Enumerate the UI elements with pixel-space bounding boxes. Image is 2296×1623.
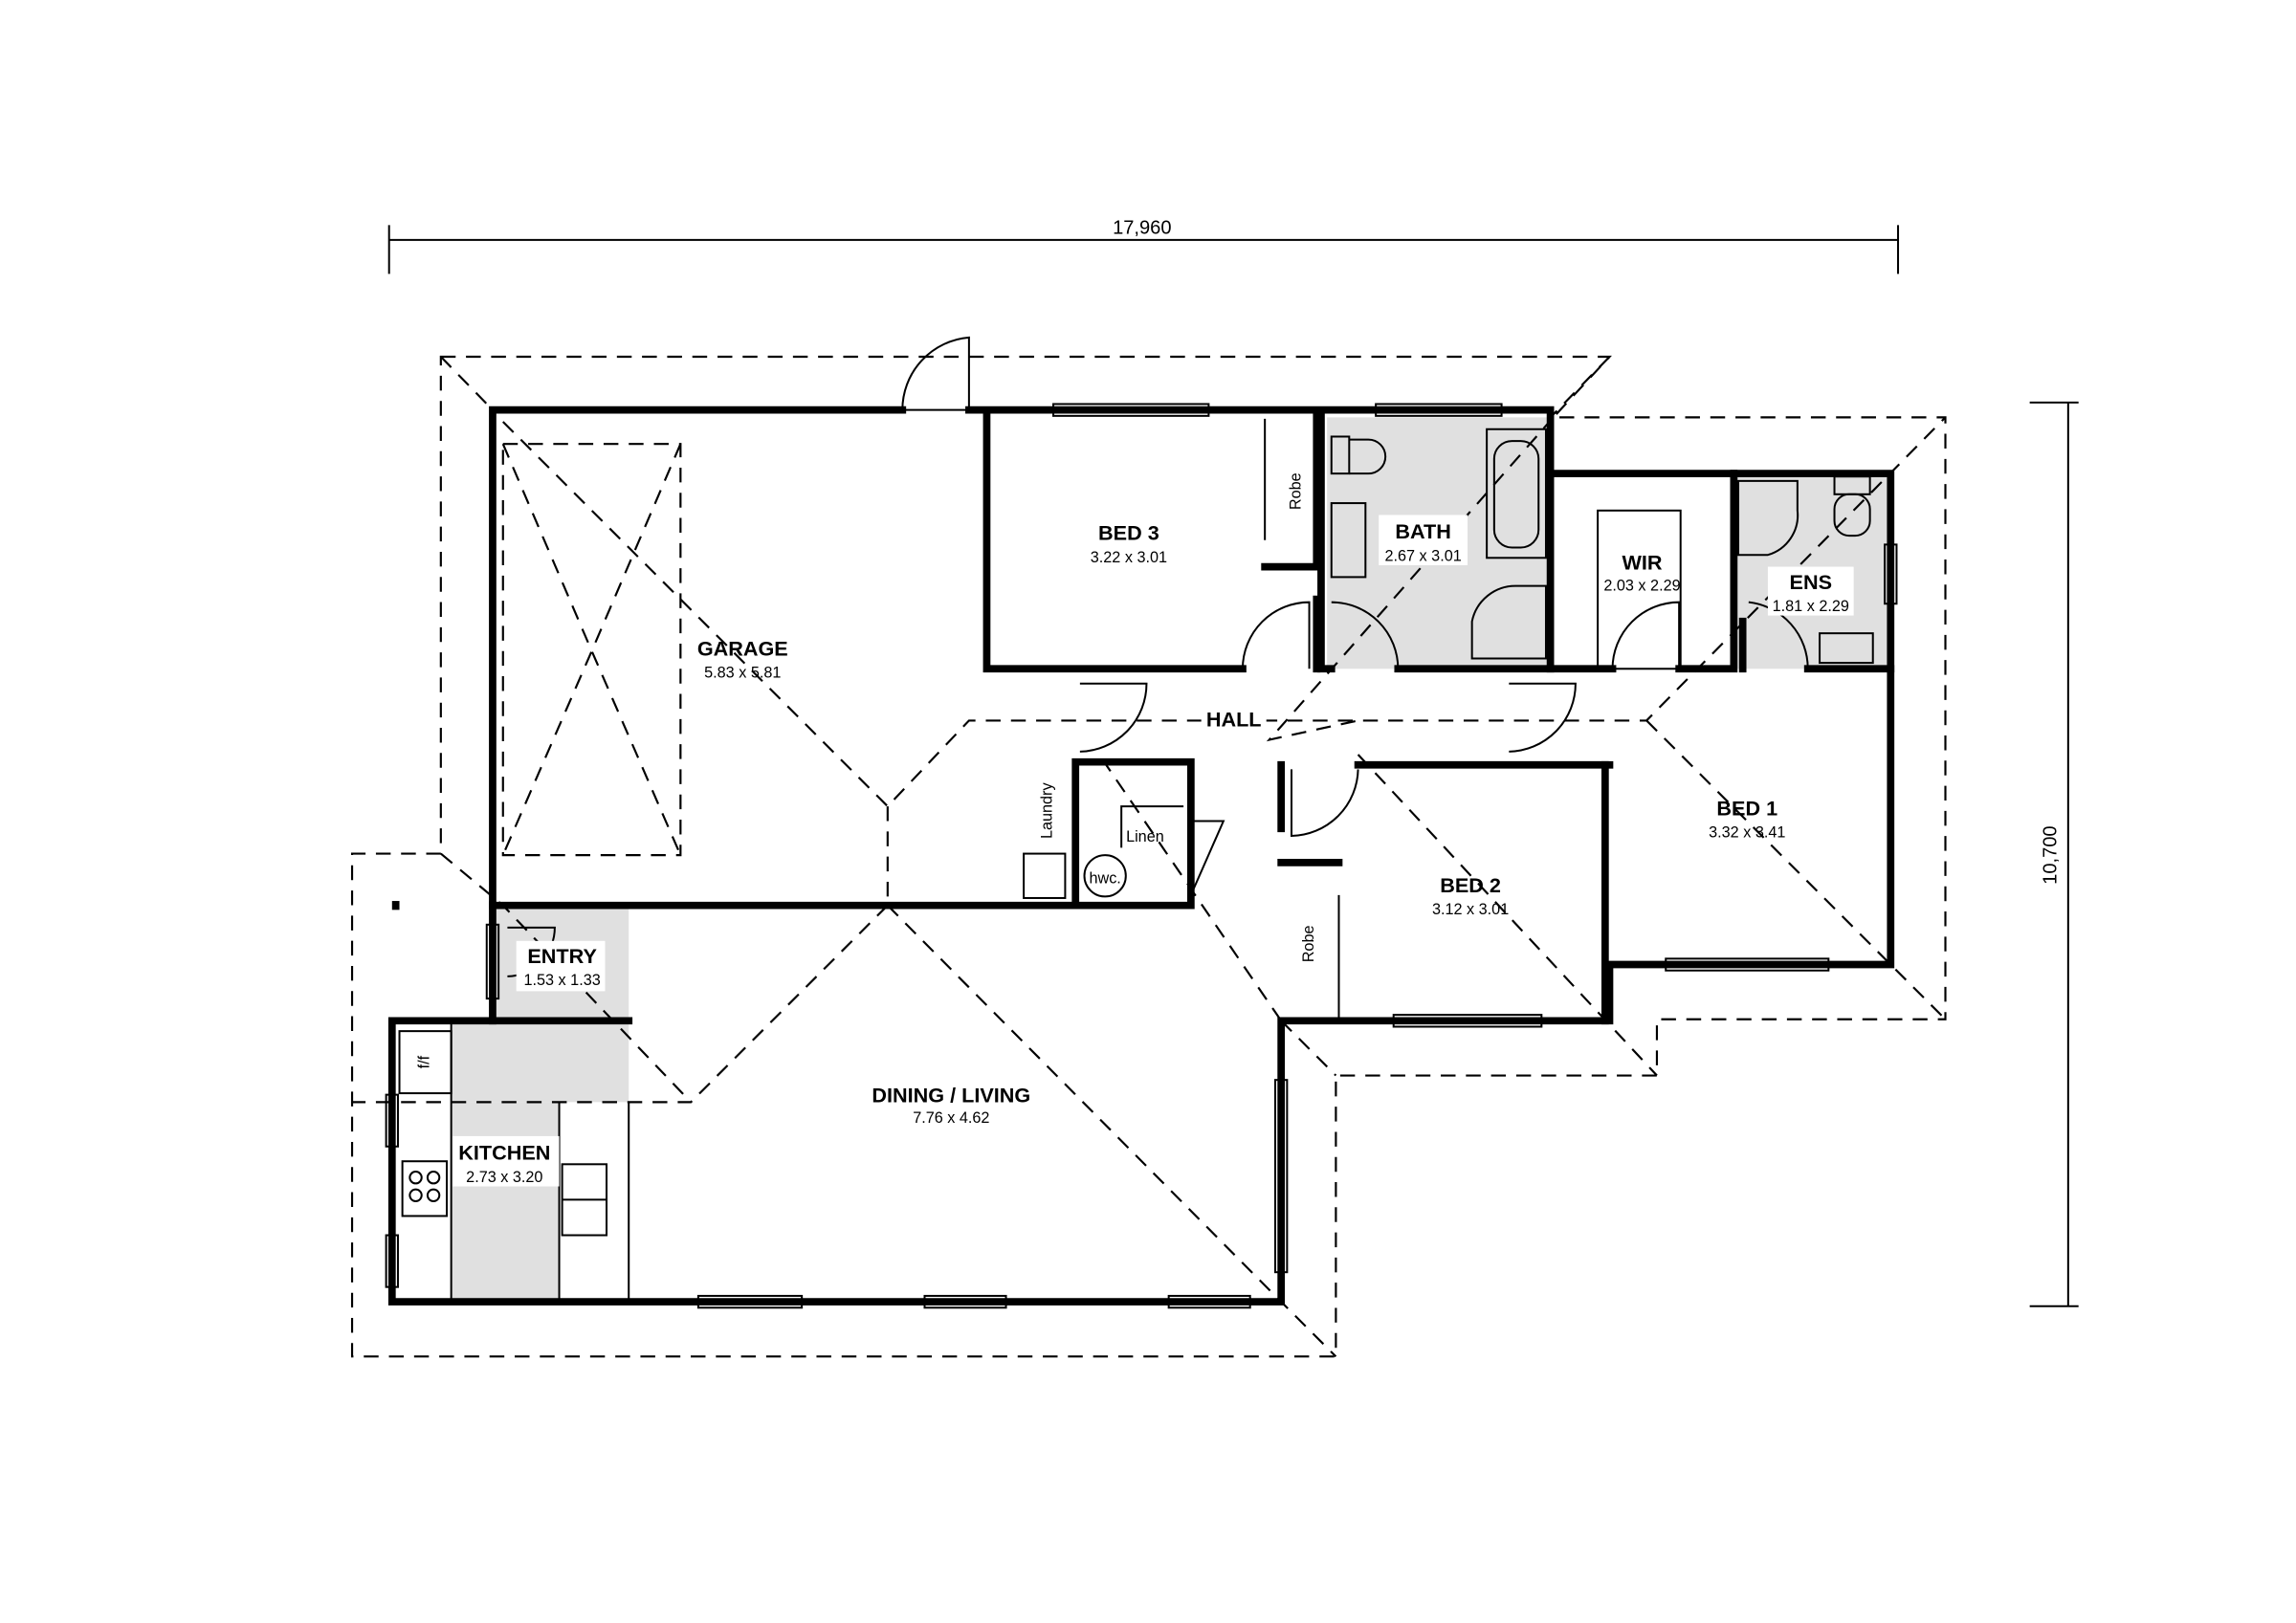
room-name-kitchen: KITCHEN	[458, 1141, 550, 1165]
fridge-label: f/f	[415, 1055, 432, 1068]
room-name-ens: ENS	[1790, 570, 1832, 594]
linen-label: Linen	[1126, 828, 1164, 845]
room-size-entry: 1.53 x 1.33	[523, 972, 600, 989]
width-label: 17,960	[1113, 218, 1171, 239]
roof-outline	[350, 355, 1947, 1358]
depth-label: 10,700	[2040, 825, 2061, 884]
room-name-bath: BATH	[1395, 519, 1450, 543]
room-size-garage: 5.83 x 5.81	[704, 665, 781, 682]
room-labels: GARAGE 5.83 x 5.81 BED 3 3.22 x 3.01 BAT…	[415, 472, 1854, 1187]
hwc-label: hwc.	[1089, 870, 1120, 888]
robe-label-bed3: Robe	[1287, 472, 1304, 510]
hall-label: HALL	[1206, 708, 1262, 732]
walls	[387, 406, 1895, 1305]
room-name-bed1: BED 1	[1716, 796, 1777, 820]
room-size-dining-living: 7.76 x 4.62	[913, 1109, 989, 1127]
wet-area-shading	[451, 417, 1888, 1300]
doors	[507, 336, 1809, 1019]
room-name-dining-living: DINING / LIVING	[872, 1083, 1030, 1107]
room-name-bed2: BED 2	[1440, 873, 1501, 897]
room-size-kitchen: 2.73 x 3.20	[466, 1169, 542, 1186]
room-name-bed3: BED 3	[1098, 521, 1159, 545]
room-size-bed3: 3.22 x 3.01	[1091, 549, 1167, 566]
room-size-ens: 1.81 x 2.29	[1773, 598, 1849, 615]
room-size-bath: 2.67 x 3.01	[1384, 547, 1461, 564]
dimension-depth: 10,700	[2029, 401, 2079, 1307]
room-name-wir: WIR	[1622, 551, 1662, 575]
room-name-entry: ENTRY	[527, 944, 597, 968]
windows	[385, 403, 1898, 1309]
robe-label-bed2: Robe	[1300, 926, 1317, 963]
dimension-width: 17,960	[387, 218, 1900, 274]
laundry-label: Laundry	[1038, 782, 1055, 840]
room-size-wir: 2.03 x 2.29	[1603, 577, 1680, 594]
room-name-garage: GARAGE	[697, 636, 788, 660]
room-size-bed1: 3.32 x 3.41	[1709, 824, 1785, 842]
fixtures	[391, 428, 1874, 1300]
room-size-bed2: 3.12 x 3.01	[1432, 901, 1509, 918]
